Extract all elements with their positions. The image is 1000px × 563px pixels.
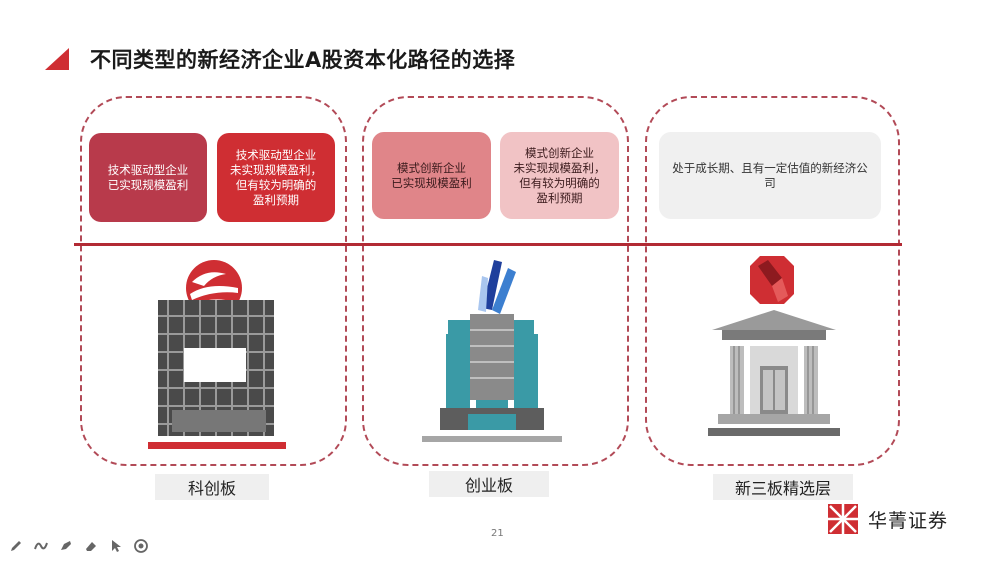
eraser-tool-icon[interactable]: [83, 538, 99, 554]
brand-logo-icon: [828, 504, 858, 534]
brand-logo: 华菁证券: [826, 502, 948, 536]
label-neeq: 新三板精选层: [713, 474, 853, 500]
pen-tool-icon[interactable]: [8, 538, 24, 554]
neeq-building-icon: [708, 256, 840, 436]
section-divider: [74, 243, 902, 246]
card-tech-profitable: 技术驱动型企业 已实现规模盈利: [89, 133, 207, 222]
card-model-unprofitable: 模式创新企业 未实现规模盈利， 但有较为明确的 盈利预期: [500, 132, 619, 219]
star-market-building-icon: [148, 260, 286, 449]
brand-name: 华菁证券: [868, 509, 949, 532]
panel-neeq: [645, 96, 900, 466]
card-model-profitable-text: 模式创新企业 已实现规模盈利: [391, 160, 472, 190]
panel-chinext: [362, 96, 629, 466]
pointer-tool-icon[interactable]: [108, 538, 124, 554]
card-model-profitable: 模式创新企业 已实现规模盈利: [372, 132, 491, 219]
panel-star-market: [80, 96, 347, 466]
label-star-market: 科创板: [155, 474, 269, 500]
card-tech-unprofitable: 技术驱动型企业 未实现规模盈利， 但有较为明确的 盈利预期: [217, 133, 335, 222]
page-number: 21: [491, 528, 504, 539]
card-tech-unprofitable-text: 技术驱动型企业 未实现规模盈利， 但有较为明确的 盈利预期: [230, 147, 322, 207]
highlighter-tool-icon[interactable]: [58, 538, 74, 554]
title-marker-icon: [45, 48, 69, 70]
curve-tool-icon[interactable]: [33, 538, 49, 554]
record-tool-icon[interactable]: [133, 538, 149, 554]
card-growth-stage-text: 处于成长期、且有一定估值的新经济公司: [672, 160, 868, 190]
label-chinext: 创业板: [429, 471, 549, 497]
card-model-unprofitable-text: 模式创新企业 未实现规模盈利， 但有较为明确的 盈利预期: [513, 145, 606, 205]
presentation-toolbar: [8, 538, 149, 554]
chinext-building-icon: [422, 260, 562, 442]
card-tech-profitable-text: 技术驱动型企业 已实现规模盈利: [107, 162, 189, 192]
card-growth-stage: 处于成长期、且有一定估值的新经济公司: [659, 132, 881, 219]
slide-title: 不同类型的新经济企业A股资本化路径的选择: [90, 48, 516, 72]
